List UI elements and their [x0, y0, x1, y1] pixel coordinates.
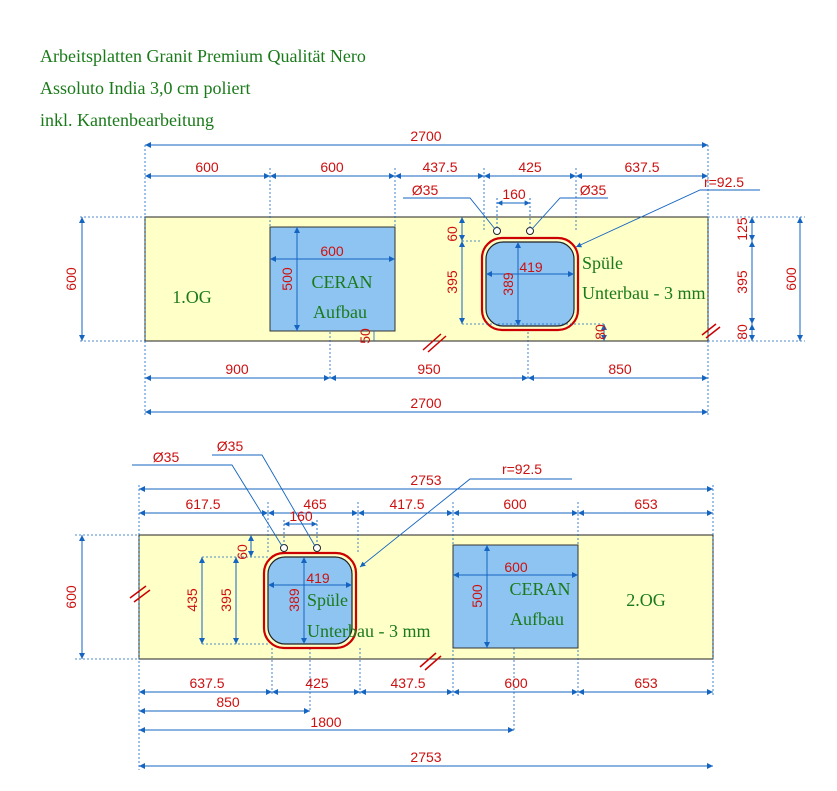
- p1-ceran-height: 500: [279, 267, 295, 291]
- p1-overall-bottom: 2700: [410, 395, 441, 411]
- countertop-1: [144, 216, 709, 342]
- p1-seg-top-3: 437.5: [422, 159, 457, 175]
- p1-sink-inner-height: 389: [500, 272, 516, 296]
- p1-ceran-width: 600: [320, 243, 344, 259]
- p1-seg-top-2: 600: [320, 159, 344, 175]
- p2-seg-top-3: 417.5: [389, 496, 424, 512]
- p2-overall-top: 2753: [410, 472, 441, 488]
- p1-sink-label: Spüle: [582, 253, 623, 273]
- plate-2: 2753 617.5 465 417.5 600 653 637.5 425 4…: [63, 438, 714, 770]
- p2-hole-right-diameter: Ø35: [217, 438, 244, 454]
- p2-seg-bottom-3: 437.5: [390, 675, 425, 691]
- p2-sink-outer-height: 435: [184, 588, 200, 612]
- p1-right-stack-3: 80: [734, 324, 750, 340]
- p2-seg-top-5: 653: [634, 496, 658, 512]
- p2-sink-top-offset: 60: [234, 544, 250, 560]
- p1-sink-radius: r=92.5: [704, 174, 744, 190]
- p1-sink-top-offset: 60: [444, 226, 460, 242]
- p1-overall-top: 2700: [410, 128, 441, 144]
- p2-sink-outer: [262, 551, 358, 650]
- p2-seg-top-1: 617.5: [185, 496, 220, 512]
- p2-seg-bottom-5: 653: [634, 675, 658, 691]
- title-line-1: Arbeitsplatten Granit Premium Qualität N…: [40, 46, 366, 66]
- p2-ceran-sublabel: Aufbau: [510, 609, 564, 629]
- p1-sink-width: 419: [519, 259, 543, 275]
- p1-ceran-cutout: [269, 226, 396, 332]
- p1-hole-spacing: 160: [502, 186, 526, 202]
- p2-sink-inner-height: 389: [286, 588, 302, 612]
- p1-seg-top-1: 600: [195, 159, 219, 175]
- p2-seg-bottom-2: 425: [305, 675, 329, 691]
- plate-1: 2700 600 600 437.5 425 637.5 900 950 850…: [63, 128, 805, 415]
- p1-sink-bottom-offset: 80: [592, 324, 608, 340]
- p2-seg-top-2: 465: [303, 496, 327, 512]
- p1-seg-top-4: 425: [518, 159, 542, 175]
- p1-seg-bottom-2: 950: [417, 361, 441, 377]
- p2-sink-radius: r=92.5: [502, 461, 542, 477]
- p2-sink-label: Spüle: [307, 590, 348, 610]
- p2-seg-bottom-1: 637.5: [189, 675, 224, 691]
- p1-depth-right: 600: [783, 267, 799, 291]
- p1-ceran-label: CERAN: [311, 272, 372, 292]
- p1-sink-outer: [480, 236, 580, 332]
- p1-plate-label: 1.OG: [172, 287, 212, 307]
- p1-right-stack-2: 395: [734, 270, 750, 294]
- p2-seg-top-4: 600: [503, 496, 527, 512]
- p1-depth-left: 600: [63, 267, 79, 291]
- p2-ceran-cutout: [452, 544, 579, 649]
- p1-ceran-sublabel: Aufbau: [313, 302, 367, 322]
- p2-ceran-label: CERAN: [509, 579, 570, 599]
- p1-ceran-offset: 50: [357, 328, 373, 344]
- p2-depth-left: 600: [63, 585, 79, 609]
- p2-sink-width: 419: [306, 570, 330, 586]
- p2-overall-bottom: 2753: [410, 749, 441, 765]
- p1-sink-sublabel: Unterbau - 3 mm: [582, 283, 705, 303]
- p1-seg-bottom-1: 900: [225, 361, 249, 377]
- title-line-3: inkl. Kantenbearbeitung: [40, 110, 214, 130]
- p1-seg-bottom-3: 850: [608, 361, 632, 377]
- p2-dim-850: 850: [216, 694, 240, 710]
- p1-hole-right-diameter: Ø35: [580, 182, 607, 198]
- p2-hole-spacing: 160: [289, 508, 313, 524]
- p2-plate-label: 2.OG: [626, 590, 666, 610]
- p2-seg-bottom-4: 600: [504, 675, 528, 691]
- p2-sink-sublabel: Unterbau - 3 mm: [307, 621, 430, 641]
- p2-dim-1800: 1800: [310, 714, 341, 730]
- p2-sink-height: 395: [218, 588, 234, 612]
- title-line-2: Assoluto India 3,0 cm poliert: [40, 78, 251, 98]
- p2-sink-inner: [267, 556, 353, 645]
- p2-ceran-height: 500: [469, 584, 485, 608]
- p1-seg-top-5: 637.5: [624, 159, 659, 175]
- p1-hole-left-diameter: Ø35: [412, 182, 439, 198]
- p1-sink-height: 395: [444, 270, 460, 294]
- p2-hole-left-diameter: Ø35: [153, 449, 180, 465]
- p1-right-stack-1: 125: [734, 217, 750, 241]
- p2-ceran-width: 600: [504, 559, 528, 575]
- p1-sink-inner: [485, 241, 575, 327]
